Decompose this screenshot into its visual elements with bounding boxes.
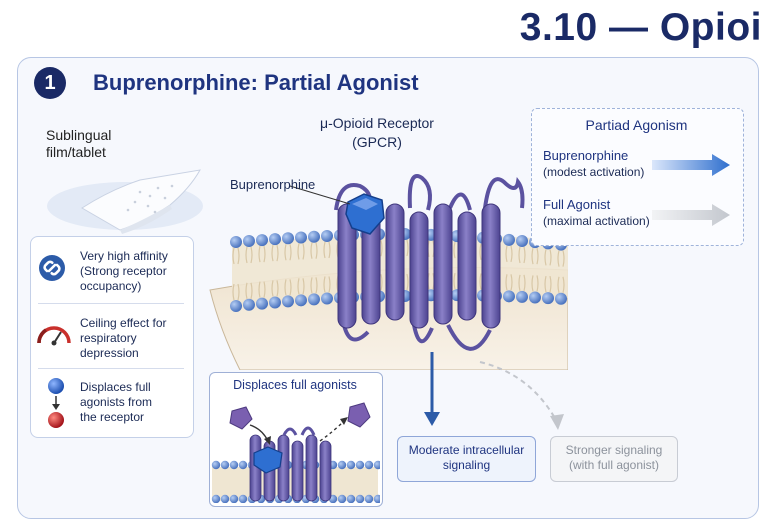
- pa-row-buprenorphine: Buprenorphine (modest activation): [543, 148, 644, 180]
- modest-activation-arrow-icon: [652, 154, 730, 176]
- film-label-line1: Sublingual: [46, 127, 112, 143]
- pa-row-buprenorphine-desc: (modest activation): [543, 165, 645, 179]
- receptor-title-line1: μ-Opioid Receptor: [320, 115, 434, 131]
- strong-signal-arrow-icon: [550, 414, 564, 430]
- film-label: Sublingual film/tablet: [46, 127, 111, 161]
- section-number-badge: 1: [34, 67, 66, 99]
- property-affinity-line1: Very high affinity: [80, 249, 168, 263]
- moderate-signaling-box: Moderate intracellular signaling: [397, 436, 536, 482]
- card-divider: [38, 303, 184, 304]
- property-displaces-line3: the receptor: [80, 410, 145, 424]
- pa-row-full-agonist-desc: (maximal activation): [543, 214, 650, 228]
- displace-inset-title: Displaces full agonists: [233, 378, 357, 392]
- pa-row-full-agonist: Full Agonist (maximal activation): [543, 197, 650, 229]
- property-affinity-line3: occupancy): [80, 279, 142, 293]
- property-affinity-line2: (Strong receptor: [80, 264, 167, 278]
- displaced-full-agonist-icon: [347, 402, 371, 428]
- section-title: Buprenorphine: Partial Agonist: [93, 70, 419, 95]
- membrane-receptor-illustration: [209, 174, 568, 370]
- moderate-signal-arrow-icon: [424, 412, 440, 426]
- sublingual-film-icon: [47, 169, 203, 234]
- property-displaces-line1: Displaces full: [80, 380, 151, 394]
- film-label-line2: film/tablet: [46, 144, 106, 160]
- stronger-signaling-box: Stronger signaling (with full agonist): [550, 436, 678, 482]
- displace-molecules-icon: [48, 378, 64, 428]
- maximal-activation-arrow-icon: [652, 204, 730, 226]
- partial-agonism-box: [531, 108, 744, 246]
- page-title: 3.10 — Opioi: [519, 6, 762, 49]
- moderate-signaling-line2: signaling: [442, 458, 491, 472]
- pa-row-buprenorphine-name: Buprenorphine: [543, 148, 629, 163]
- property-displaces-line2: agonists from: [80, 395, 153, 409]
- displace-inset-illustration: [211, 402, 380, 503]
- receptor-title-line2: (GPCR): [352, 134, 402, 150]
- card-divider: [38, 368, 184, 369]
- stronger-signaling-line2: (with full agonist): [568, 458, 660, 472]
- incoming-full-agonist-icon: [229, 406, 253, 430]
- inset-buprenorphine-icon: [253, 446, 283, 474]
- property-ceiling: Ceiling effect for respiratory depressio…: [80, 316, 167, 361]
- receptor-title: μ-Opioid Receptor (GPCR): [300, 114, 454, 152]
- property-displaces: Displaces full agonists from the recepto…: [80, 380, 152, 425]
- pa-row-full-agonist-name: Full Agonist: [543, 197, 611, 212]
- property-ceiling-line2: respiratory: [80, 331, 137, 345]
- property-ceiling-line3: depression: [80, 346, 139, 360]
- gauge-icon: [37, 326, 71, 346]
- signaling-arrows: [424, 352, 564, 430]
- partial-agonism-title: Partiad Agonism: [585, 117, 688, 133]
- moderate-signaling-line1: Moderate intracellular: [408, 443, 525, 457]
- property-ceiling-line1: Ceiling effect for: [80, 316, 167, 330]
- link-icon: [39, 255, 65, 281]
- stronger-signaling-line1: Stronger signaling: [565, 443, 663, 457]
- buprenorphine-label: Buprenorphine: [230, 177, 316, 192]
- property-affinity: Very high affinity (Strong receptor occu…: [80, 249, 168, 294]
